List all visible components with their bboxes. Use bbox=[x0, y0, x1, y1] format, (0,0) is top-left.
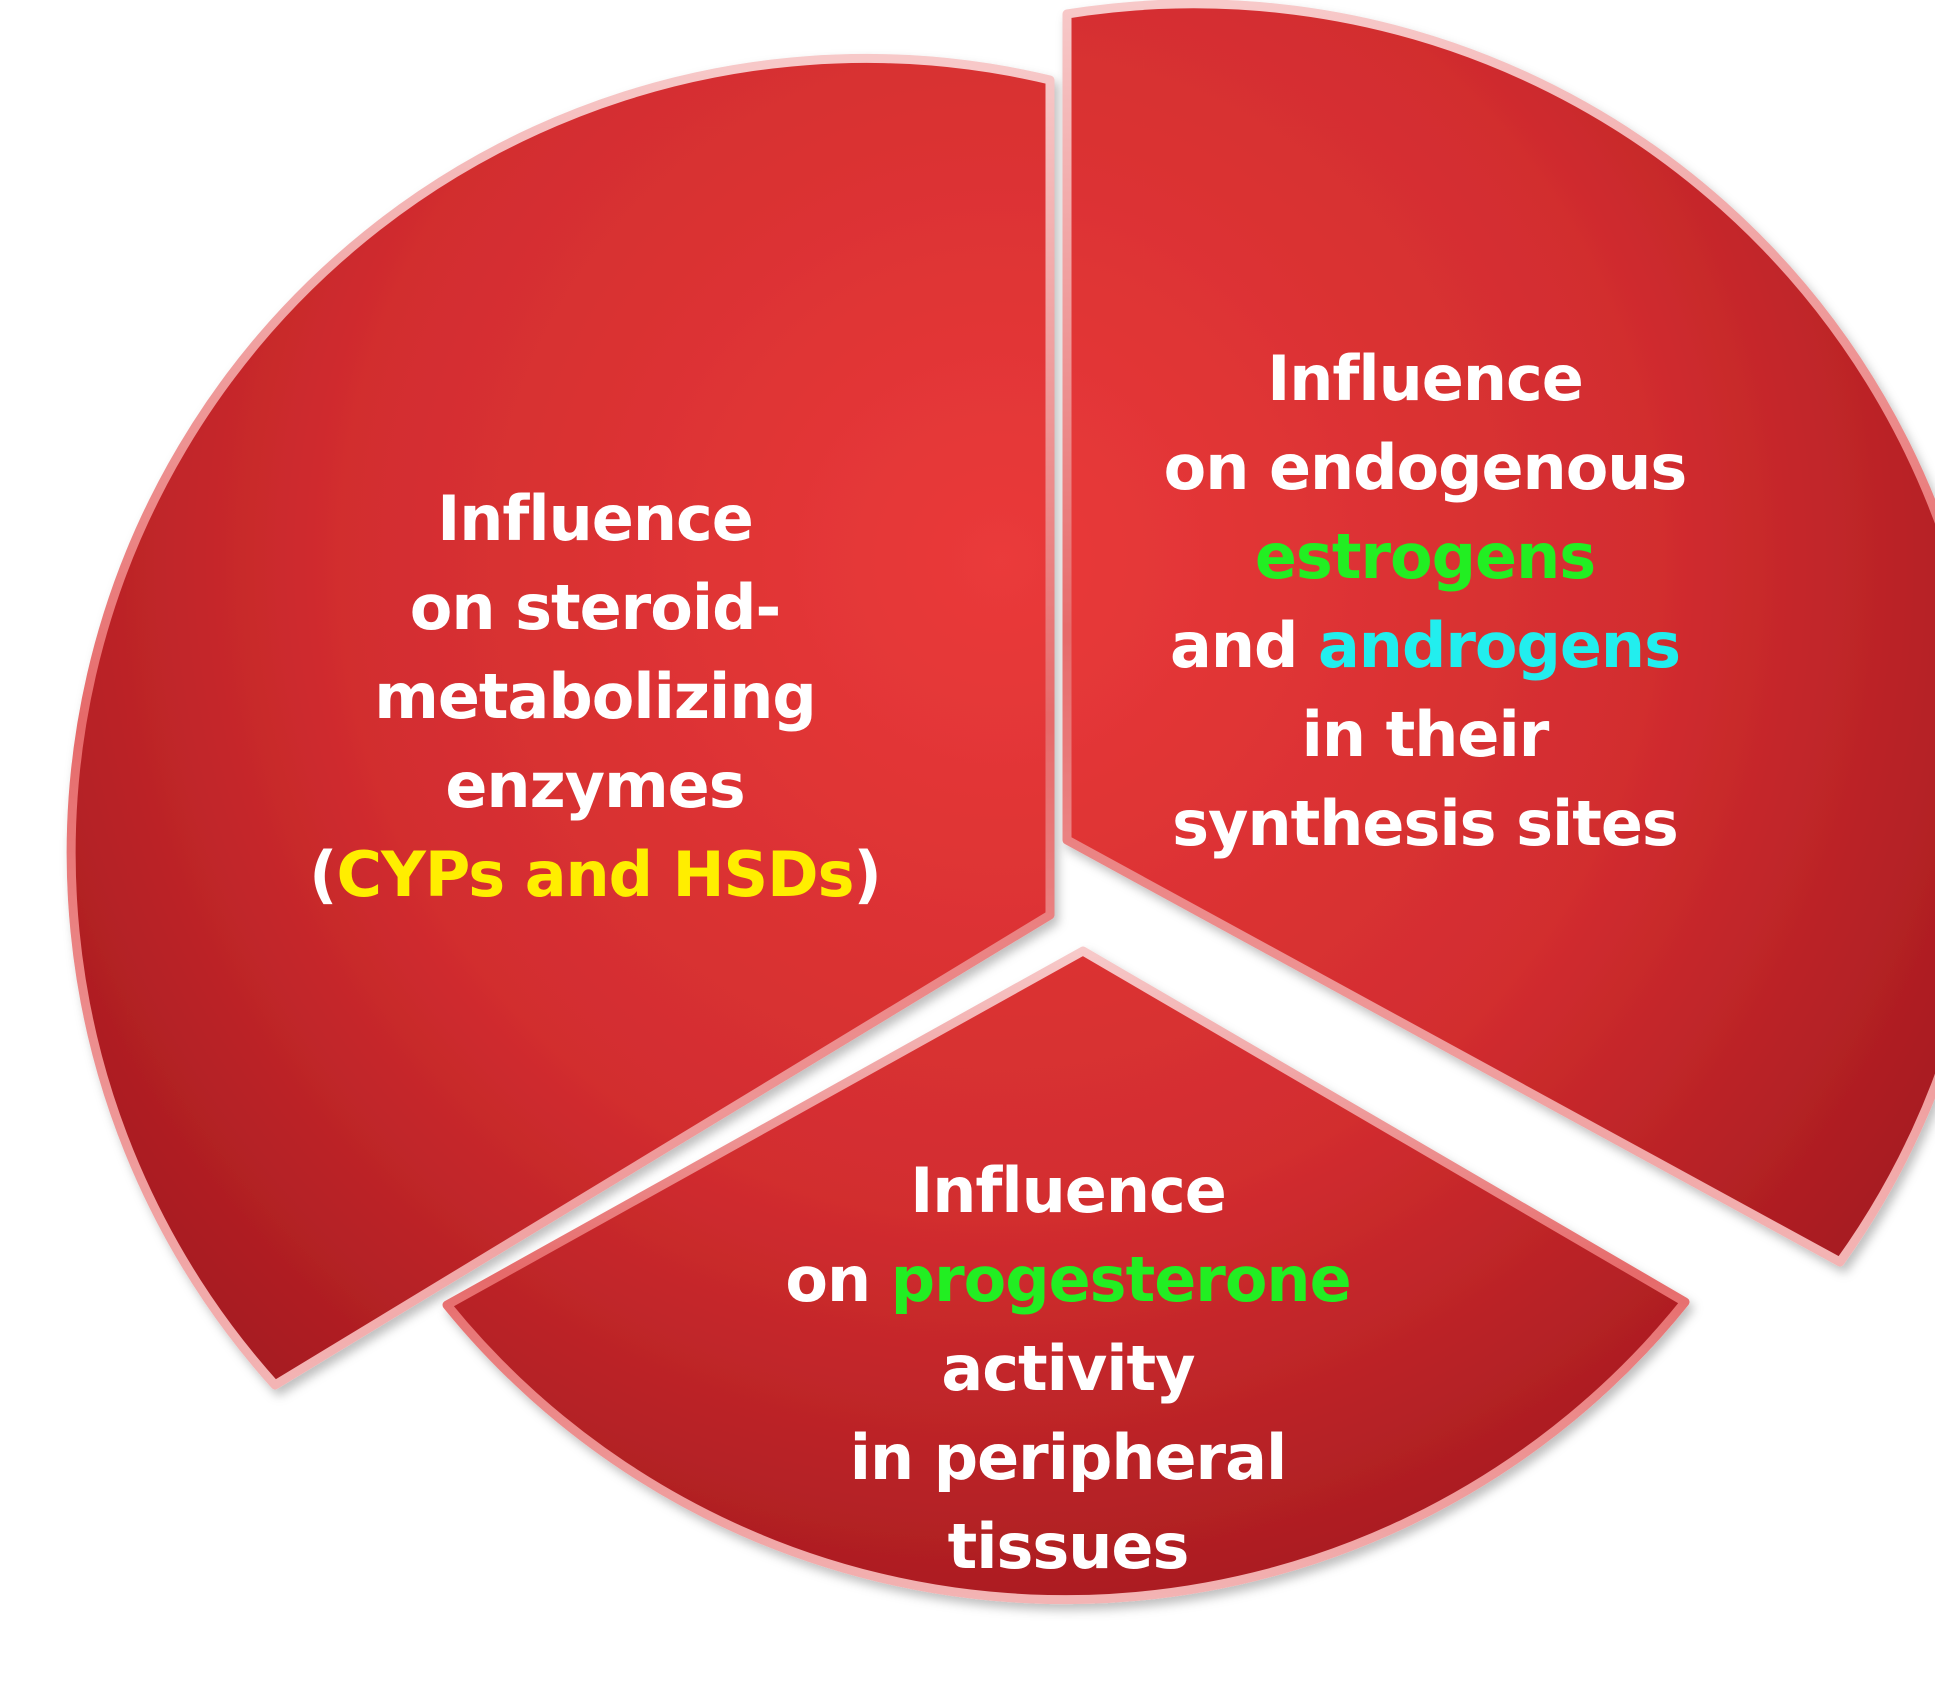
segment-left-label: Influence on steroid-metabolizing enzymes (… bbox=[309, 482, 881, 911]
label-text: enzymes bbox=[445, 749, 744, 822]
label-text: in peripheral bbox=[850, 1421, 1286, 1494]
label-highlight: CYPs and HSDs bbox=[336, 838, 853, 911]
label-text: on bbox=[785, 1243, 890, 1316]
label-text: in their bbox=[1302, 698, 1550, 771]
segment-bottom-label: Influence on progesterone activity in perip… bbox=[785, 1154, 1350, 1583]
label-line: tissues bbox=[948, 1510, 1189, 1583]
label-line: on endogenous bbox=[1164, 431, 1687, 504]
label-text: metabolizing bbox=[374, 660, 815, 733]
label-text: on endogenous bbox=[1164, 431, 1687, 504]
segment-bottom bbox=[442, 946, 1690, 1605]
label-text: on steroid- bbox=[410, 571, 780, 644]
label-highlight: progesterone bbox=[891, 1243, 1351, 1316]
label-line: synthesis sites bbox=[1172, 787, 1678, 860]
label-line: in peripheral bbox=[850, 1421, 1286, 1494]
segment-right-label: Influence on endogenous estrogens and andro… bbox=[1164, 342, 1687, 860]
label-text: Influence bbox=[1267, 342, 1583, 415]
label-line: and androgens bbox=[1170, 609, 1680, 682]
label-line: enzymes bbox=[445, 749, 744, 822]
segment-left bbox=[66, 53, 1055, 1390]
label-line: in their bbox=[1302, 698, 1550, 771]
label-line: Influence bbox=[910, 1154, 1226, 1227]
label-line: (CYPs and HSDs) bbox=[309, 838, 881, 911]
label-text: Influence bbox=[437, 482, 753, 555]
label-text: ) bbox=[854, 838, 881, 911]
label-text: synthesis sites bbox=[1172, 787, 1678, 860]
segment-bottom-shape bbox=[442, 946, 1690, 1605]
label-line: metabolizing bbox=[374, 660, 815, 733]
label-line: activity bbox=[941, 1332, 1195, 1405]
label-line: on progesterone bbox=[785, 1243, 1350, 1316]
segment-left-shape bbox=[66, 53, 1055, 1390]
label-line: estrogens bbox=[1255, 520, 1595, 593]
label-text: Influence bbox=[910, 1154, 1226, 1227]
label-line: Influence bbox=[1267, 342, 1583, 415]
label-text: and bbox=[1170, 609, 1318, 682]
segment-right-shape bbox=[1062, 0, 1935, 1267]
label-highlight: estrogens bbox=[1255, 520, 1595, 593]
label-highlight: androgens bbox=[1318, 609, 1680, 682]
label-text: tissues bbox=[948, 1510, 1189, 1583]
label-text: ( bbox=[309, 838, 336, 911]
label-text: activity bbox=[941, 1332, 1195, 1405]
segment-right bbox=[1062, 0, 1935, 1267]
label-line: on steroid- bbox=[410, 571, 780, 644]
label-line: Influence bbox=[437, 482, 753, 555]
